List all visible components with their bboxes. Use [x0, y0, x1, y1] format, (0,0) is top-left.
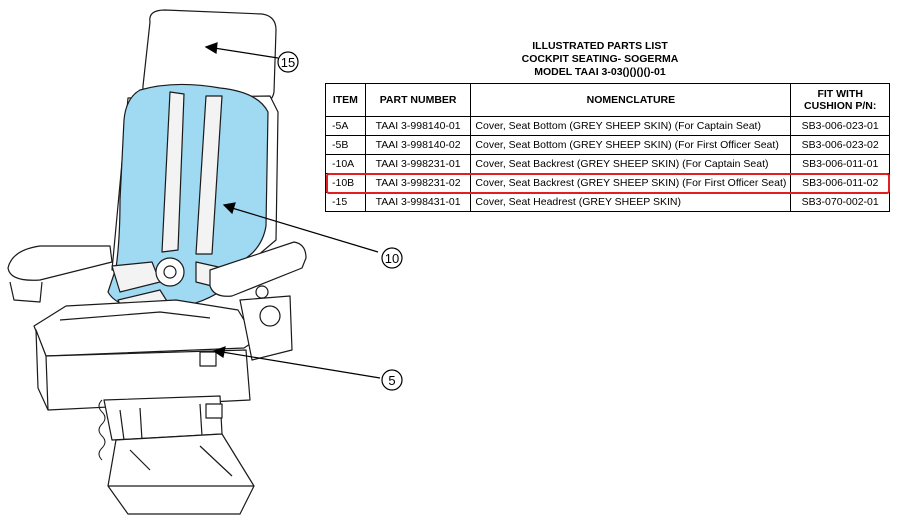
header-fit-line2: CUSHION P/N: — [804, 100, 877, 112]
cell-item: -5A — [325, 116, 366, 136]
table-header-row: ITEM PART NUMBER NOMENCLATURE FIT WITH C… — [325, 83, 890, 117]
leader-line-5 — [221, 351, 381, 379]
leader-line-10 — [231, 207, 379, 253]
harness-strap-left — [161, 91, 185, 253]
cell-fit: SB3-006-011-02 — [790, 173, 890, 193]
table-row-highlighted: -10B TAAI 3-998231-02 Cover, Seat Backre… — [325, 173, 890, 193]
callout-15: 15 — [281, 55, 295, 70]
cell-part-number: TAAI 3-998140-01 — [364, 116, 472, 136]
cell-item: -5B — [325, 135, 366, 155]
cell-item: -10A — [325, 154, 366, 174]
cell-part-number: TAAI 3-998140-02 — [364, 135, 472, 155]
callout-circle-10 — [381, 247, 403, 269]
table-row: -5B TAAI 3-998140-02 Cover, Seat Bottom … — [325, 135, 890, 155]
header-part-number: PART NUMBER — [364, 83, 472, 117]
cell-nomenclature: Cover, Seat Bottom (GREY SHEEP SKIN) (Fo… — [470, 116, 792, 136]
cell-part-number: TAAI 3-998231-01 — [364, 154, 472, 174]
backrest-cushion — [107, 83, 269, 311]
leader-line-15 — [213, 47, 279, 59]
cell-fit: SB3-006-023-01 — [790, 116, 890, 136]
cell-item: -15 — [325, 192, 366, 212]
cell-part-number: TAAI 3-998431-01 — [364, 192, 472, 212]
cell-nomenclature: Cover, Seat Headrest (GREY SHEEP SKIN) — [470, 192, 792, 212]
callout-circle-5 — [381, 369, 403, 391]
table-row: -5A TAAI 3-998140-01 Cover, Seat Bottom … — [325, 116, 890, 136]
header-fit-with: FIT WITH CUSHION P/N: — [790, 83, 890, 117]
ipl-title: ILLUSTRATED PARTS LIST — [532, 40, 668, 52]
seat-base-plate — [107, 433, 255, 515]
header-nomenclature: NOMENCLATURE — [470, 83, 792, 117]
header-item: ITEM — [325, 83, 366, 117]
header-fit-line1: FIT WITH — [817, 88, 863, 100]
coiled-cable — [98, 399, 106, 461]
cell-fit: SB3-006-023-02 — [790, 135, 890, 155]
callout-10: 10 — [385, 251, 399, 266]
pedestal — [103, 395, 223, 441]
cell-nomenclature: Cover, Seat Backrest (GREY SHEEP SKIN) (… — [470, 154, 792, 174]
cell-part-number: TAAI 3-998231-02 — [364, 173, 472, 193]
table-row: -15 TAAI 3-998431-01 Cover, Seat Headres… — [325, 192, 890, 212]
ipl-subtitle: COCKPIT SEATING- SOGERMA — [521, 53, 679, 65]
harness-strap-right — [195, 95, 223, 255]
ipl-model: MODEL TAAI 3-03()()()()-01 — [534, 66, 666, 78]
cell-nomenclature: Cover, Seat Backrest (GREY SHEEP SKIN) (… — [470, 173, 792, 193]
cell-item: -10B — [325, 173, 366, 193]
right-armrest — [209, 241, 307, 297]
cell-nomenclature: Cover, Seat Bottom (GREY SHEEP SKIN) (Fo… — [470, 135, 792, 155]
cell-fit: SB3-006-011-01 — [790, 154, 890, 174]
table-row: -10A TAAI 3-998231-01 Cover, Seat Backre… — [325, 154, 890, 174]
callout-circle-15 — [277, 51, 299, 73]
cell-fit: SB3-070-002-01 — [790, 192, 890, 212]
callout-5: 5 — [388, 373, 395, 388]
left-armrest — [7, 245, 113, 281]
parts-list-table: ITEM PART NUMBER NOMENCLATURE FIT WITH C… — [325, 83, 890, 212]
